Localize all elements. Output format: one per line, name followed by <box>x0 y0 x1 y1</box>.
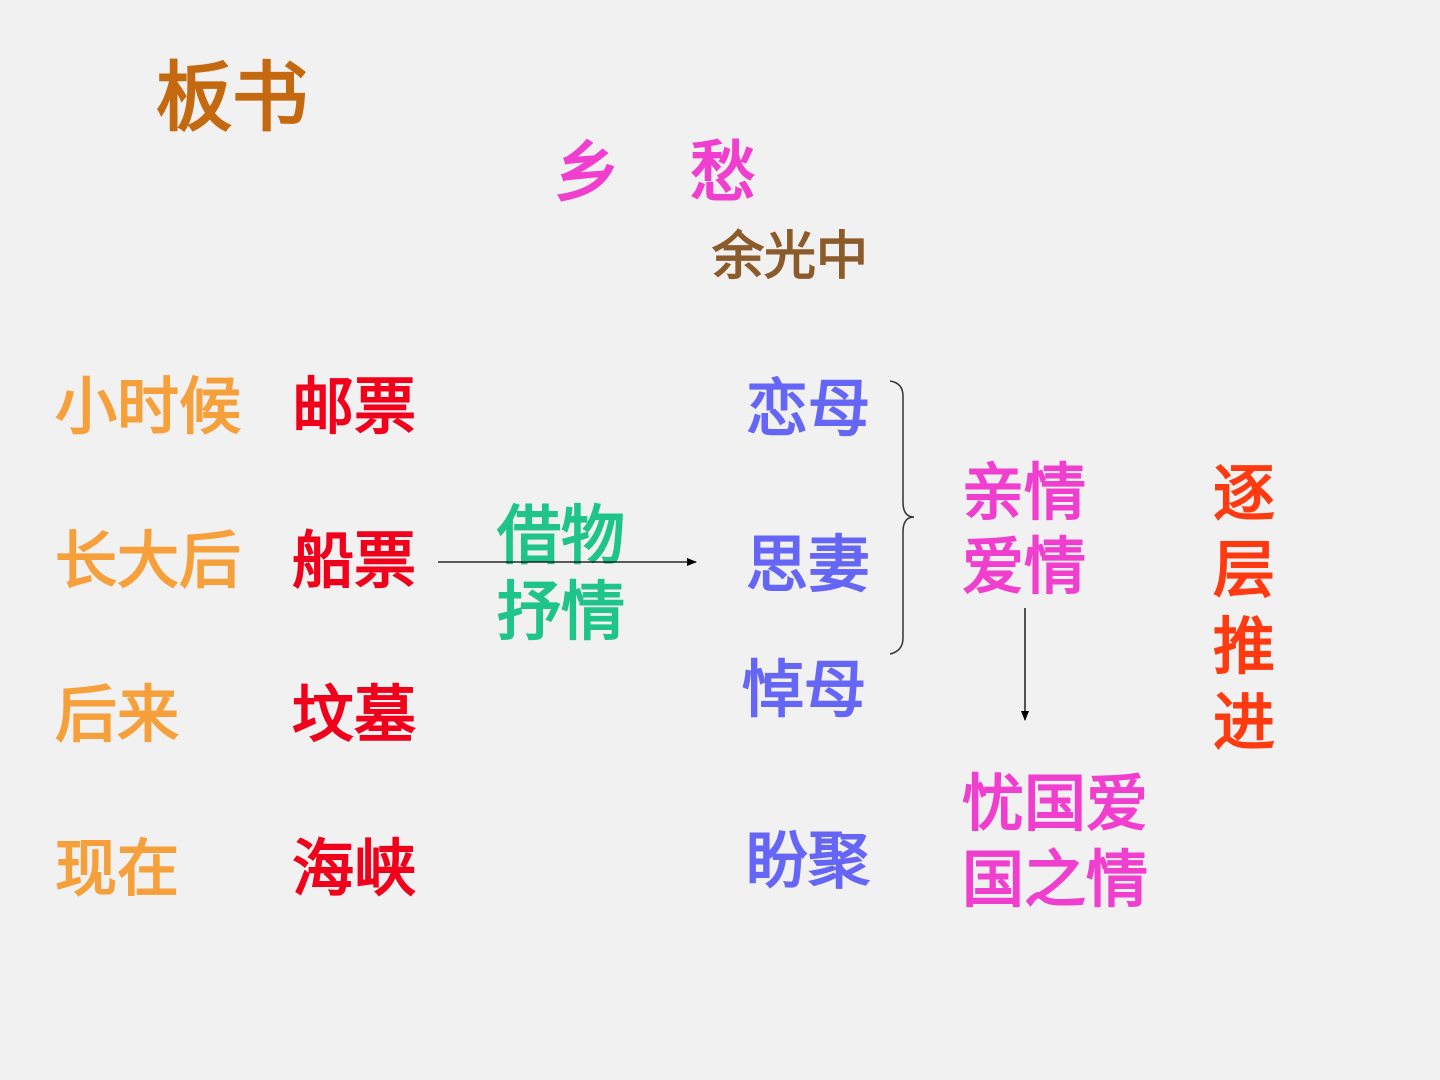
progression-label: 逐层推进 <box>1213 457 1276 759</box>
author: 余光中 <box>712 227 869 287</box>
feeling-line-patriotism-2: 国之情 <box>962 842 1149 916</box>
time-label-grownup: 长大后 <box>55 524 242 597</box>
method-line-2: 抒情 <box>497 575 625 650</box>
image-ticket: 船票 <box>292 524 417 597</box>
emotion-miss-mother: 恋母 <box>746 372 871 445</box>
feeling-line-patriotism-1: 忧国爱 <box>962 767 1149 840</box>
feeling-patriotism: 忧国爱 国之情 <box>962 766 1148 917</box>
time-label-childhood: 小时候 <box>55 370 242 443</box>
curly-brace <box>889 380 915 655</box>
image-grave: 坟墓 <box>292 678 417 751</box>
feeling-line-kinship: 亲情 <box>962 456 1087 529</box>
emotion-hope-reunion: 盼聚 <box>746 824 871 897</box>
slide-title: 板书 <box>156 53 308 142</box>
emotion-mourn-mother: 悼母 <box>742 653 867 726</box>
poem-title: 乡愁 <box>554 140 756 206</box>
image-stamp: 邮票 <box>292 370 417 443</box>
poem-title-char-2: 愁 <box>690 134 756 211</box>
feeling-family-love: 亲情 爱情 <box>962 456 1086 605</box>
image-strait: 海峡 <box>292 832 417 905</box>
time-label-now: 现在 <box>55 832 180 905</box>
poem-title-char-1: 乡 <box>554 134 620 211</box>
feeling-line-romance: 爱情 <box>962 530 1087 604</box>
emotion-miss-wife: 思妻 <box>746 528 871 601</box>
time-label-later: 后来 <box>55 678 180 751</box>
